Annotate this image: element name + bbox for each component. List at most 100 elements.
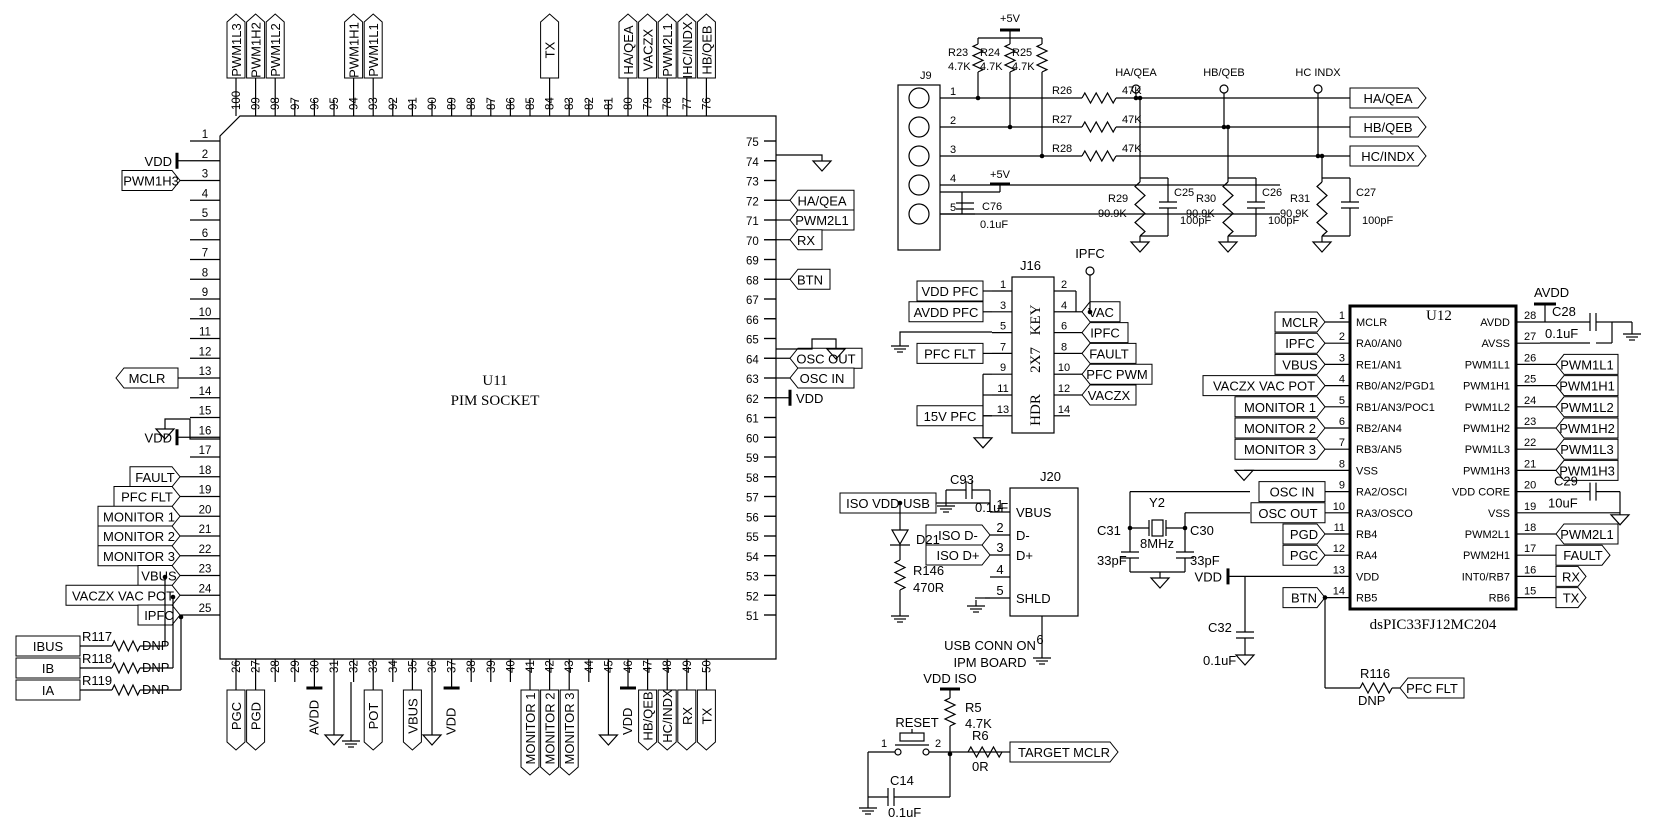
j16-left-net-label: VDD PFC xyxy=(921,284,978,299)
u12-pin-name: VDD xyxy=(1356,571,1379,583)
u11-left-net-tag xyxy=(97,545,181,567)
u11-left-net-label: PWM1H3 xyxy=(123,174,179,189)
u12-right-net-label: TX xyxy=(1563,591,1580,606)
u11-pin-number: 50 xyxy=(701,660,713,673)
u12-left-net-label: MONITOR 2 xyxy=(1244,421,1316,436)
j9-out-label: HC/INDX xyxy=(1361,149,1415,164)
j9-contact-icon xyxy=(908,203,930,225)
pullup-value: 4.7K xyxy=(980,61,1003,73)
junction-dot xyxy=(170,594,176,600)
u11-bottom-net-label: TX xyxy=(699,707,714,724)
u11-pin-number: 8 xyxy=(202,267,208,279)
iso-vdd-label: ISO VDD USB xyxy=(846,496,930,511)
u12-pin-number: 9 xyxy=(1339,480,1345,492)
u11-pin-number: 63 xyxy=(746,374,759,386)
switch-contact xyxy=(922,748,930,756)
u11-pin-number: 92 xyxy=(388,97,400,110)
u12-pin-number: 20 xyxy=(1524,480,1536,492)
pullup-ref: R25 xyxy=(1012,47,1032,59)
ground-icon xyxy=(858,801,878,815)
u11-bottom-net-label: PGC xyxy=(229,702,244,730)
u11-top-net-label: PWM1H1 xyxy=(347,22,362,78)
u11-pin-number: 70 xyxy=(746,236,759,248)
r6-ref: R6 xyxy=(972,728,989,743)
series-resistor-icon xyxy=(1081,120,1117,134)
test-point-icon xyxy=(1219,84,1229,94)
u11-pin-number: 81 xyxy=(603,97,615,110)
u11-pin-number: 74 xyxy=(746,157,759,169)
dnp-ref: R118 xyxy=(82,651,112,666)
u11-top-net-tag xyxy=(657,13,677,79)
u11-right-net-label: HA/QEA xyxy=(797,193,846,208)
u12-pin-name: VSS xyxy=(1356,465,1378,477)
u11-top-net-tag xyxy=(540,13,560,79)
u11-pin-number: 55 xyxy=(746,532,759,544)
u11-mclr-tag xyxy=(115,367,179,389)
u12-pin-name: RB0/AN2/PGD1 xyxy=(1356,381,1435,393)
u12-left-net-label: MCLR xyxy=(1282,315,1319,330)
ground-triangle-icon xyxy=(1235,654,1255,666)
u11-pin-number: 62 xyxy=(746,394,759,406)
u12-right-net-label: PWM2L1 xyxy=(1560,527,1613,542)
u12-pin-name: MCLR xyxy=(1356,317,1387,329)
u11-pin-number: 9 xyxy=(202,287,208,299)
j16-pin-number: 9 xyxy=(1000,362,1006,374)
u12-pin-name: RE1/AN1 xyxy=(1356,359,1402,371)
junction-dot xyxy=(1007,124,1013,130)
junction-dot xyxy=(162,574,168,580)
j20-pin-number: 2 xyxy=(996,520,1003,535)
u11-pin-number: 79 xyxy=(643,97,655,110)
target-mclr-label: TARGET MCLR xyxy=(1018,745,1110,760)
u11-pin-number: 26 xyxy=(231,660,243,673)
usb-note: IPM BOARD xyxy=(954,655,1027,670)
u11-pin-number: 34 xyxy=(388,660,400,673)
u11-pin-number: 21 xyxy=(199,524,212,536)
u11-bottom-net-tag xyxy=(520,689,540,776)
cap-ref: C25 xyxy=(1174,187,1194,199)
u12-left-net-tag xyxy=(1202,375,1326,397)
u12-pin-number: 13 xyxy=(1333,564,1345,576)
u12-right-net-label: PWM1H2 xyxy=(1559,421,1615,436)
u11-right-net-tag xyxy=(789,367,855,389)
u11-left-net-label: IPFC xyxy=(144,608,174,623)
u11-pin-number: 4 xyxy=(202,188,209,200)
ground-triangle-icon xyxy=(1234,469,1254,481)
c14-value: 0.1uF xyxy=(888,805,921,820)
u12-body xyxy=(1348,304,1518,611)
u12-dspic: U12 dsPIC33FJ12MC204 1MCLRMCLR2RA0/AN0IP… xyxy=(1097,285,1642,708)
j9-contact-icon xyxy=(908,87,930,109)
j20-pin-name: VBUS xyxy=(1016,505,1052,520)
j16-right-net-tag xyxy=(1081,363,1153,385)
u11-pin-number: 51 xyxy=(746,611,759,623)
junction-dot xyxy=(178,614,184,620)
j16-body xyxy=(1011,276,1055,434)
j16-pin-number: 1 xyxy=(1000,279,1006,291)
junction-dot xyxy=(1221,124,1227,130)
u11-pin-number: 31 xyxy=(329,660,341,673)
u12-pin-name: VDD CORE xyxy=(1452,487,1510,499)
u12-pin-number: 3 xyxy=(1339,352,1345,364)
u12-pin-name: RB4 xyxy=(1356,529,1377,541)
u11-pin-number: 27 xyxy=(251,660,263,673)
u12-pin-name: AVSS xyxy=(1481,338,1510,350)
u11-pin-number: 53 xyxy=(746,572,759,584)
j16-pin-number: 7 xyxy=(1000,341,1006,353)
u12-right-net-label: PWM1L2 xyxy=(1560,400,1613,415)
cap-value: 100pF xyxy=(1180,215,1211,227)
j16-pin-number: 2 xyxy=(1061,279,1067,291)
j16-pin-number: 10 xyxy=(1058,362,1070,374)
c30-ref: C30 xyxy=(1190,523,1214,538)
u12-pin-name: PWM1H3 xyxy=(1463,465,1510,477)
u12-right-net-tag xyxy=(1555,438,1619,460)
u12-right-net-label: FAULT xyxy=(1563,548,1603,563)
pulldown-ref: R29 xyxy=(1108,193,1128,205)
junction-dot xyxy=(1137,95,1143,101)
u11-bottom-net-label: HC/INDX xyxy=(660,689,675,743)
wire xyxy=(982,425,990,439)
u11-pin-number: 16 xyxy=(199,425,212,437)
u12-pin-number: 7 xyxy=(1339,437,1345,449)
